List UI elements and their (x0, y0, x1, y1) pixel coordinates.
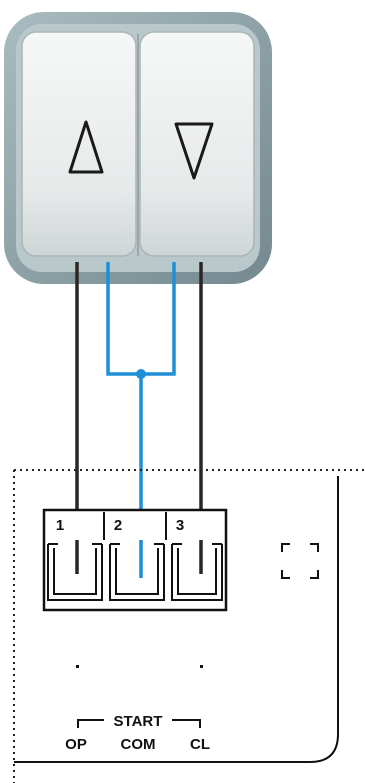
op-label: OP (65, 736, 87, 753)
terminal-number-3: 3 (176, 517, 184, 534)
terminal-slot-2 (109, 543, 165, 601)
cl-label: CL (190, 736, 210, 753)
control-board (13, 469, 365, 783)
corner-marks (281, 543, 319, 579)
start-bracket-left (77, 719, 104, 728)
start-bracket-right (172, 719, 201, 728)
wire-junction-dot (136, 369, 146, 379)
terminal-slot-3 (171, 543, 223, 601)
board-cover-outline (14, 476, 339, 763)
start-label: START (114, 713, 163, 730)
terminal-slot-1 (47, 543, 103, 601)
triangle-down-outline-icon (174, 122, 214, 180)
com-label: COM (121, 736, 156, 753)
switch-button-down[interactable] (139, 31, 255, 257)
wire-ends (75, 540, 203, 578)
triangle-up-outline-icon (68, 120, 104, 174)
board-dot-right (200, 665, 203, 668)
terminal-number-1: 1 (56, 517, 64, 534)
terminal-block: 1 2 3 (42, 508, 228, 612)
terminal-number-2: 2 (114, 517, 122, 534)
board-dot-left (76, 665, 79, 668)
start-label-group: START OP COM CL (65, 713, 210, 753)
wall-switch (4, 12, 272, 284)
